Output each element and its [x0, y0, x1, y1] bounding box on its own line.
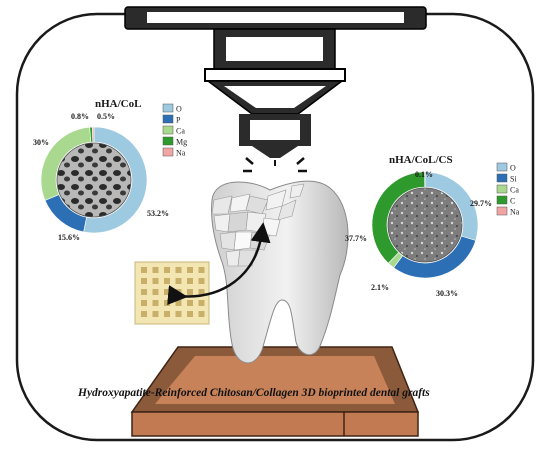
chart-a-label-p: 15.6% — [58, 233, 80, 242]
chart-b-label-o: 29.7% — [470, 199, 492, 208]
chart-b-legend-swatch-ca — [496, 184, 508, 194]
chart-b: nHA/CoL/CS 29.7% 30.3% 2.1% 37.7% 0.1% O… — [345, 154, 520, 298]
scaffold-pore — [164, 311, 170, 317]
chart-a-label-o: 53.2% — [147, 209, 169, 218]
chart-b-label-c: 37.7% — [345, 234, 367, 243]
scaffold-pore — [198, 311, 205, 317]
chart-b-legend-label-ca: Ca — [510, 186, 519, 195]
chart-a-legend-swatch-p — [162, 114, 174, 124]
chart-b-legend-label-na: Na — [510, 208, 520, 217]
chart-b-ring — [371, 171, 479, 279]
chart-b-legend-swatch-si — [496, 173, 508, 183]
chart-b-legend-label-o: O — [510, 164, 516, 173]
scaffold-pore — [164, 278, 170, 284]
scaffold-pore — [164, 289, 170, 295]
scaffold-pore — [164, 267, 170, 273]
scaffold-pore — [141, 311, 147, 317]
chart-a-legend-swatch-ca — [162, 125, 174, 135]
chart-a-legend-swatch-na — [162, 147, 174, 157]
scaffold-pore — [175, 289, 182, 295]
chart-a-legend-label-p: P — [176, 116, 181, 125]
chart-b-label-na: 0.1% — [415, 170, 433, 179]
scaffold-pore — [152, 289, 159, 295]
scaffold-pore — [198, 267, 205, 273]
caption: Hydroxyapatite-Reinforced Chitosan/Colla… — [77, 387, 430, 399]
scaffold-pore — [187, 278, 193, 284]
chart-b-legend-label-c: C — [510, 197, 515, 206]
scaffold-pore — [152, 311, 159, 317]
chart-a-legend-swatch-mg — [162, 136, 174, 146]
printer-head — [124, 6, 427, 173]
scaffold-pore — [187, 289, 193, 295]
scaffold-pore — [141, 278, 147, 284]
chart-b-sem-image — [387, 187, 463, 263]
chart-a-legend-swatch-o — [162, 103, 174, 113]
chart-b-legend-swatch-o — [496, 162, 508, 172]
scaffold-pore — [152, 278, 159, 284]
scaffold-image — [134, 261, 210, 325]
chart-b-legend-label-si: Si — [510, 175, 517, 184]
scaffold-pore — [164, 300, 170, 306]
exchange-arrow — [167, 222, 271, 306]
chart-b-legend-swatch-c — [496, 195, 508, 205]
scaffold-pore — [141, 300, 147, 306]
build-plate — [130, 346, 420, 437]
chart-a-ring — [40, 126, 148, 234]
scaffold-pore — [175, 267, 182, 273]
scaffold-pore — [141, 267, 147, 273]
scaffold-pore — [141, 289, 147, 295]
chart-a-legend-label-o: O — [176, 105, 182, 114]
chart-a-sem-image — [56, 142, 132, 218]
chart-a-legend-label-mg: Mg — [176, 138, 187, 147]
chart-a-legend-label-na: Na — [176, 149, 186, 158]
chart-b-title: nHA/CoL/CS — [389, 154, 453, 166]
scaffold-pore — [187, 267, 193, 273]
scaffold-pore — [175, 300, 182, 306]
chart-b-label-ca: 2.1% — [371, 283, 389, 292]
scaffold-pore — [152, 300, 159, 306]
chart-a-label-mg: 0.8% — [71, 112, 89, 121]
chart-b-legend-swatch-na — [496, 206, 508, 216]
chart-a-label-ca: 30% — [33, 138, 49, 147]
scaffold-pore — [187, 311, 193, 317]
scaffold-pore — [152, 267, 159, 273]
scaffold-pore — [175, 278, 182, 284]
scaffold-pore — [187, 300, 193, 306]
chart-a-slice-na — [92, 126, 95, 143]
chart-a-legend-label-ca: Ca — [176, 127, 185, 136]
scaffold-pore — [175, 311, 182, 317]
chart-a-title: nHA/CoL — [95, 98, 141, 110]
chart-b-label-si: 30.3% — [436, 289, 458, 298]
scaffold-pore — [198, 300, 205, 306]
chart-a: nHA/CoL 53.2% 15.6% 30% 0.8% 0.5% OP CaMg… — [33, 98, 187, 242]
scaffold-pore — [198, 278, 205, 284]
chart-a-slice-o — [83, 126, 148, 234]
chart-a-label-na: 0.5% — [97, 112, 115, 121]
